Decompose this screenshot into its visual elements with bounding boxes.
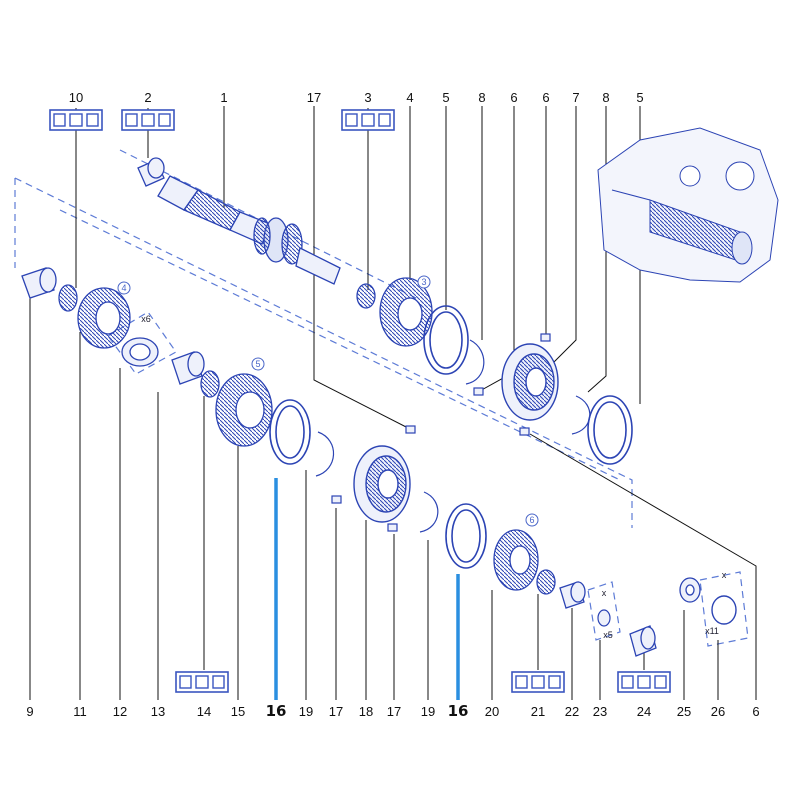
- synchro-hub-18: [353, 445, 411, 523]
- needle-bearing-14: [200, 370, 220, 398]
- bearing-9: [21, 267, 57, 299]
- callout-number: 9: [26, 704, 33, 719]
- quantity-notes: x6 x5 x11 x x: [141, 314, 727, 640]
- callout-number: 18: [359, 704, 373, 719]
- callout-number: 13: [151, 704, 165, 719]
- callout-number: 21: [531, 704, 545, 719]
- bottom-callouts: 9 11 12 13 14 15 16 19 17 18 17 19 16 20…: [26, 702, 759, 720]
- synchro-hub-7: [501, 343, 559, 421]
- callout-number: 6: [510, 90, 517, 105]
- synchro-ring-16: [269, 399, 311, 465]
- top-callouts: 10 2 1 17 3 4 5 8 6 6 7 8 5: [69, 90, 644, 105]
- tool-box-icon: [341, 109, 395, 131]
- quantity-label: x11: [705, 626, 719, 636]
- keys: [331, 333, 551, 532]
- callout-number: 23: [593, 704, 607, 719]
- circled-marker: 4: [121, 283, 126, 293]
- gear-4: [379, 277, 433, 347]
- sleeve-22: [559, 581, 586, 609]
- leader-lines: [29, 106, 757, 700]
- tool-box-icon: [175, 671, 229, 693]
- gear-11: [77, 287, 131, 349]
- callout-number: 24: [637, 704, 651, 719]
- callout-number: 20: [485, 704, 499, 719]
- callout-number: 19: [299, 704, 313, 719]
- synchro-ring-16b: [445, 503, 487, 569]
- callout-number: 22: [565, 704, 579, 719]
- gear-15: [215, 373, 273, 447]
- quantity-label: x6: [141, 314, 151, 324]
- callout-number: 5: [636, 90, 643, 105]
- callout-number: 1: [220, 90, 227, 105]
- callout-number-highlighted: 16: [448, 702, 469, 720]
- gearbox-assembly-photo: [597, 127, 779, 283]
- callout-number: 2: [144, 90, 151, 105]
- callout-number: 8: [478, 90, 485, 105]
- bearing-2: [137, 157, 165, 187]
- circled-markers: [117, 275, 539, 527]
- tool-box-icon: [511, 671, 565, 693]
- highlight-leaders: [274, 478, 460, 700]
- callout-number: 6: [542, 90, 549, 105]
- callout-number: 17: [387, 704, 401, 719]
- needle-bearing-21: [536, 569, 556, 595]
- quantity-label: x: [602, 588, 607, 598]
- callout-number: 17: [329, 704, 343, 719]
- circled-marker: 5: [255, 359, 260, 369]
- spring-clips: [315, 339, 591, 533]
- callout-number: 12: [113, 704, 127, 719]
- sleeve-13: [171, 351, 205, 385]
- tool-box-icon: [121, 109, 175, 131]
- callout-number-highlighted: 16: [266, 702, 287, 720]
- circlip-26: [711, 595, 737, 625]
- quantity-label: x: [722, 570, 727, 580]
- washer-12: [121, 337, 159, 367]
- callout-number: 14: [197, 704, 211, 719]
- circled-marker-labels: 4 3 5 6: [121, 277, 534, 525]
- callout-number: 3: [364, 90, 371, 105]
- callout-number: 11: [73, 704, 87, 719]
- callout-number: 25: [677, 704, 691, 719]
- bearing-24: [629, 625, 657, 657]
- callout-number: 4: [406, 90, 413, 105]
- washer-25: [679, 577, 701, 603]
- callout-number: 7: [572, 90, 579, 105]
- synchro-ring-5: [423, 305, 469, 375]
- tool-box-icon: [617, 671, 671, 693]
- callout-number: 5: [442, 90, 449, 105]
- callout-number: 19: [421, 704, 435, 719]
- callout-number: 26: [711, 704, 725, 719]
- callout-number: 15: [231, 704, 245, 719]
- callout-number: 8: [602, 90, 609, 105]
- main-shaft: [157, 175, 341, 285]
- callout-number: 10: [69, 90, 83, 105]
- synchro-ring-5b: [587, 395, 633, 465]
- bearing-3: [356, 283, 376, 309]
- circled-marker: 6: [529, 515, 534, 525]
- needle-bearing-10: [58, 284, 78, 312]
- circled-marker: 3: [421, 277, 426, 287]
- tool-box-icon: [49, 109, 103, 131]
- clip-23: [597, 609, 611, 627]
- quantity-label: x5: [603, 630, 613, 640]
- callout-number: 17: [307, 90, 321, 105]
- callout-number: 6: [752, 704, 759, 719]
- gear-20: [493, 529, 539, 591]
